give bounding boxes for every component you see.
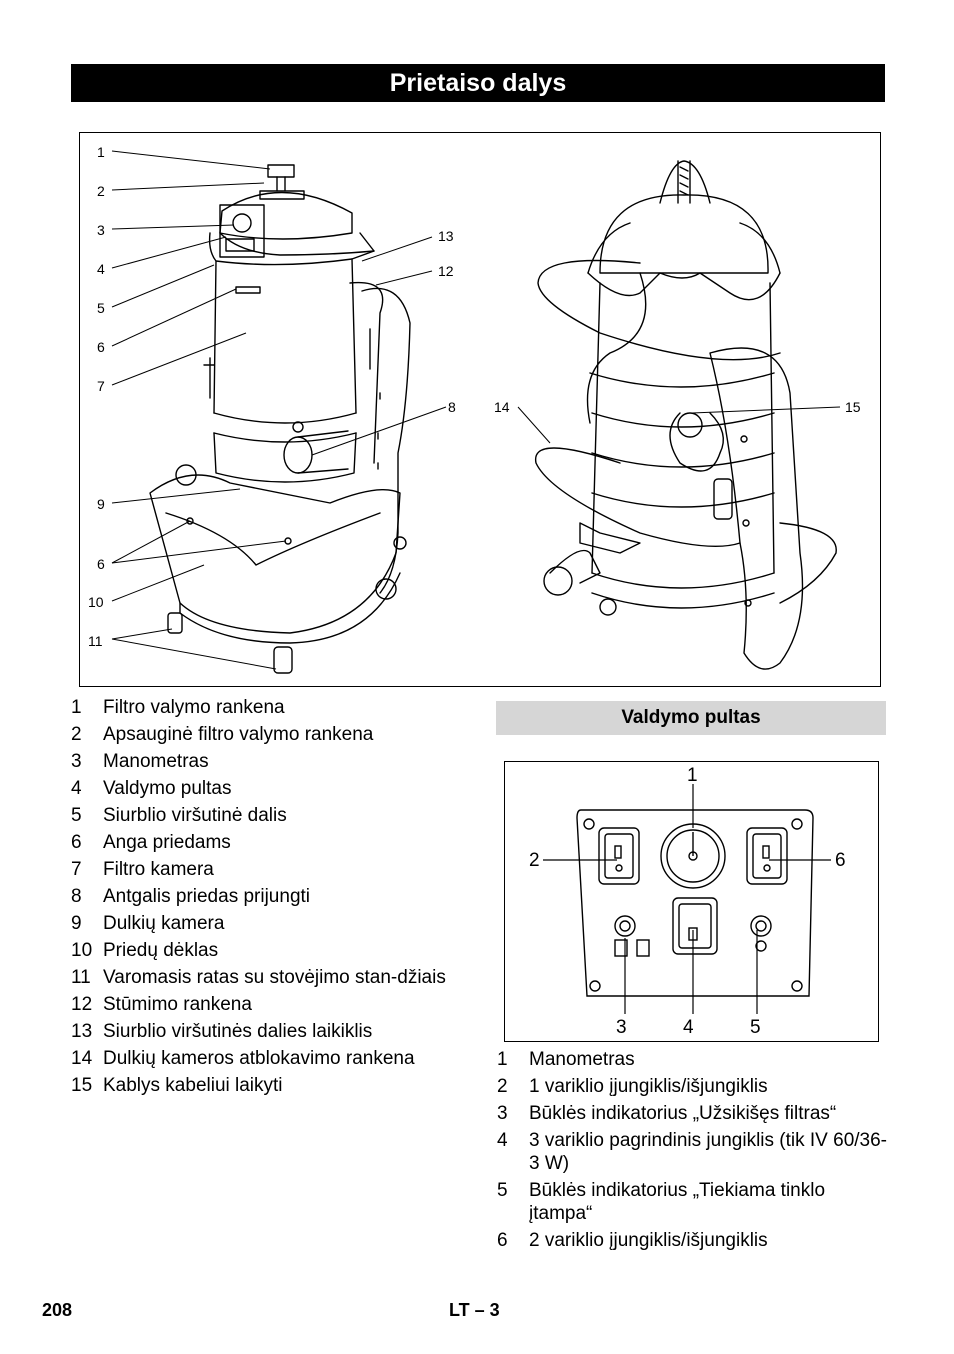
callout-1: 1 xyxy=(97,144,105,160)
drive-wheel-front xyxy=(273,646,293,674)
cable-hook xyxy=(713,478,733,520)
control-panel-illustration: 1 2 6 3 4 5 xyxy=(504,761,879,1042)
callout-10: 10 xyxy=(88,594,104,610)
motor1-switch xyxy=(598,827,640,885)
filter-clogged-indicator xyxy=(614,915,636,937)
callout-13: 13 xyxy=(438,228,454,244)
callout-8: 8 xyxy=(448,399,456,415)
panel-callout-2: 2 xyxy=(529,850,540,871)
motor3-main-switch xyxy=(672,897,718,955)
callout-12: 12 xyxy=(438,263,454,279)
section-heading-control-panel: Valdymo pultas xyxy=(496,701,886,735)
footer-language-code: LT – 3 xyxy=(449,1300,500,1320)
panel-callout-4: 4 xyxy=(683,1017,694,1038)
suction-head-top xyxy=(219,191,353,240)
page-number: 208 xyxy=(42,1300,73,1320)
dust-chamber-band xyxy=(213,432,357,483)
control-panel-drawing: 1 2 6 3 4 5 xyxy=(529,765,846,1038)
callout-6b: 6 xyxy=(97,556,105,572)
callout-4: 4 xyxy=(97,261,105,277)
callout-15: 15 xyxy=(845,399,861,415)
motor2-switch xyxy=(746,827,788,885)
callout-14: 14 xyxy=(494,399,510,415)
page-title: Prietaiso dalys xyxy=(71,64,885,102)
callout-2: 2 xyxy=(97,183,105,199)
hose-lower xyxy=(535,447,741,548)
accessory-nozzle xyxy=(283,436,313,474)
rear-body-outline xyxy=(591,282,775,574)
callout-9: 9 xyxy=(97,496,105,512)
accessory-tray xyxy=(149,474,401,634)
rear-filter-handle xyxy=(659,160,711,204)
mains-voltage-indicator xyxy=(750,915,772,937)
callout-6: 6 xyxy=(97,339,105,355)
filter-chamber-outline xyxy=(213,258,357,414)
control-panel-block xyxy=(219,204,265,258)
push-handle-frame xyxy=(361,287,411,594)
callout-5: 5 xyxy=(97,300,105,316)
rear-push-frame xyxy=(709,347,804,670)
drive-wheel-rear xyxy=(167,612,183,634)
vacuum-drawing: 1 2 3 4 5 6 7 8 9 6 10 11 12 13 14 15 xyxy=(88,144,861,674)
vacuum-illustration: 1 2 3 4 5 6 7 8 9 6 10 11 12 13 14 15 xyxy=(79,132,881,687)
manometer-gauge xyxy=(232,213,252,233)
filter-cleaning-handle xyxy=(267,164,295,178)
callout-7: 7 xyxy=(97,378,105,394)
hose-upper xyxy=(537,259,781,361)
panel-callout-5: 5 xyxy=(750,1017,761,1038)
callout-3: 3 xyxy=(97,222,105,238)
panel-callout-6: 6 xyxy=(835,850,846,871)
callout-11: 11 xyxy=(88,633,103,649)
panel-callout-3: 3 xyxy=(616,1017,627,1038)
control-panel-plate xyxy=(576,809,814,997)
panel-callout-1: 1 xyxy=(687,765,698,786)
